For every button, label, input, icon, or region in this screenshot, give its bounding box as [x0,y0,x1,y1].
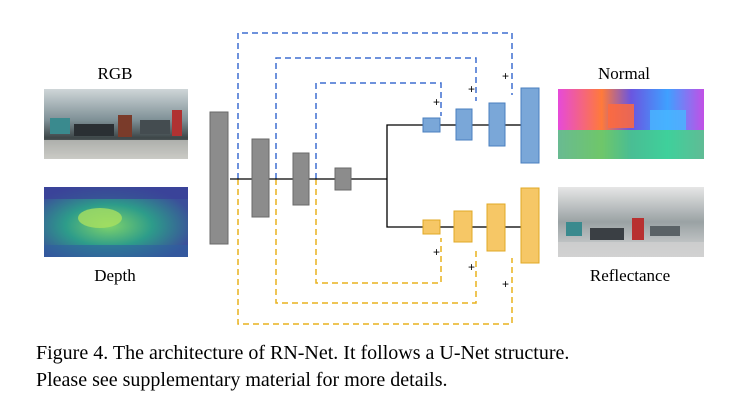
encoder-block-1 [209,111,229,245]
reflectance-decoder-blocks [422,187,540,264]
normal-decoder-block-2 [455,108,473,141]
reflectance-decoder-block-2 [453,210,473,243]
caption-line-1: Figure 4. The architecture of RN-Net. It… [36,342,570,364]
depth-label: Depth [94,266,136,285]
caption-line-2: Please see supplementary material for mo… [36,369,448,391]
main-connections [230,124,521,228]
normal-label: Normal [598,64,650,83]
plus-sign: + [468,82,475,96]
plus-sign: + [502,69,509,83]
skip-plus-signs: + + + + + + [433,69,509,291]
reflectance-decoder-block-4 [520,187,540,264]
encoder-block-4 [334,167,352,191]
normal-decoder-blocks [422,87,540,164]
figure-caption: Figure 4. The architecture of RN-Net. It… [36,340,736,394]
normal-image [558,89,704,159]
encoder-block-2 [251,138,270,218]
plus-sign: + [433,95,440,109]
reflectance-skip-connections [237,179,513,325]
reflectance-label: Reflectance [590,266,670,285]
plus-sign: + [433,245,440,259]
reflectance-decoder-block-1 [422,219,441,235]
encoder-blocks [209,111,352,245]
normal-skip-connections [237,32,513,179]
rgb-image [44,89,188,159]
reflectance-decoder-block-3 [486,203,506,252]
normal-decoder-block-3 [488,102,506,147]
plus-sign: + [502,277,509,291]
reflectance-image [558,187,704,257]
depth-image [44,187,188,257]
normal-decoder-block-1 [422,117,441,133]
rn-net-architecture-diagram: RGB Depth Normal Reflectance [44,32,704,325]
encoder-block-3 [292,152,310,206]
rgb-label: RGB [98,64,133,83]
normal-decoder-block-4 [520,87,540,164]
plus-sign: + [468,260,475,274]
